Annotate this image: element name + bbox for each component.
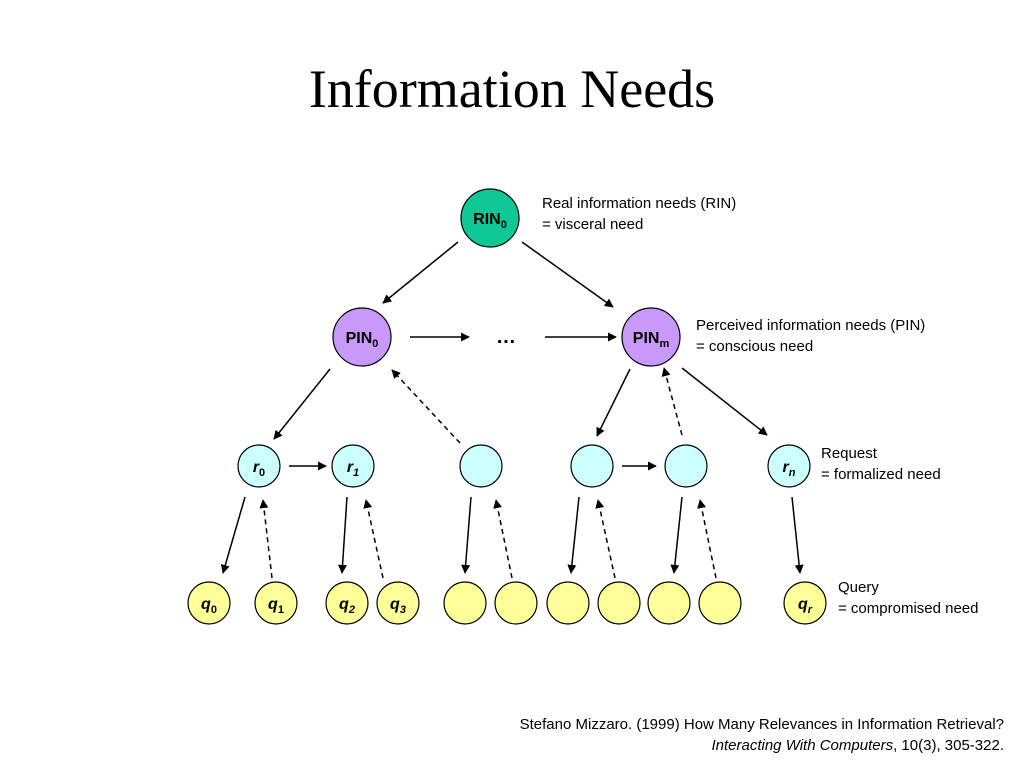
node-rin0-label: RIN0 [473,211,507,231]
edge-req4-q8 [670,496,683,574]
label-query-line2: = compromised need [838,600,979,617]
node-query-unlabeled-2 [494,581,538,625]
node-pinm-label: PINm [633,330,670,350]
edge-pinm-req3 [596,368,631,437]
ellipsis: … [496,326,516,348]
node-rn-label: rn [783,459,796,479]
node-query-unlabeled-1 [443,581,487,625]
dashed-edge-req4-pinm [661,367,683,436]
dashed-edge-q3-r1 [363,499,384,579]
citation-line2: Interacting With Computers, 10(3), 305-3… [520,735,1004,756]
dashed-edge-q5-req2 [493,499,513,579]
node-q2 [325,581,369,625]
node-query-unlabeled-3 [546,581,590,625]
node-pinm [621,307,681,367]
dashed-edge-q9-req4 [697,499,717,579]
node-q1 [254,581,298,625]
label-pin-line1: Perceived information needs (PIN) [696,317,926,334]
label-query-line1: Query [838,579,879,596]
edge-r1-q2 [338,496,348,574]
edge-pinm-rn [681,367,768,436]
edge-req3-q6 [567,496,580,574]
label-request-line1: Request [821,445,877,462]
node-rin0 [460,188,520,248]
label-request-line2: = formalized need [821,466,941,483]
node-query-unlabeled-4 [597,581,641,625]
node-q1-label: q1 [268,596,284,616]
node-q2-label: q2 [339,596,355,616]
edge-pin0-r0 [273,368,331,440]
edge-req2-q4 [461,496,472,574]
page-title: Information Needs [308,59,716,119]
edge-rin0-pin0 [382,241,459,304]
label-rin-line2: = visceral need [542,216,644,233]
node-q3-label: q3 [390,596,406,616]
label-rin: Real information needs (RIN) = visceral … [542,193,736,235]
node-q0 [187,581,231,625]
edge-rn-qr [791,496,804,574]
node-pin0 [332,307,392,367]
node-r1-label: r1 [347,459,359,479]
node-r1 [331,444,375,488]
label-pin: Perceived information needs (PIN) = cons… [696,315,925,357]
citation-line1: Stefano Mizzaro. (1999) How Many Relevan… [519,716,1004,733]
node-query-unlabeled-5 [647,581,691,625]
node-q3 [376,581,420,625]
label-query: Query = compromised need [838,577,979,619]
citation-rest: , 10(3), 305-322. [893,737,1004,754]
label-request: Request = formalized need [821,443,941,485]
node-r0 [237,444,281,488]
label-pin-line2: = conscious need [696,338,814,355]
node-rn [767,444,811,488]
node-qr [783,581,827,625]
label-rin-line1: Real information needs (RIN) [542,195,737,212]
node-request-unlabeled-3 [664,444,708,488]
node-request-unlabeled-1 [459,444,503,488]
citation: Stefano Mizzaro. (1999) How Many Relevan… [520,714,1004,756]
dashed-edge-q7-req3 [595,499,616,579]
edge-rin0-pinm [521,241,614,308]
dashed-edge-q1-r0 [259,499,273,579]
node-q0-label: q0 [201,596,217,616]
edge-r0-q0 [220,496,246,574]
node-pin0-label: PIN0 [346,330,379,350]
node-r0-label: r0 [253,459,265,479]
node-request-unlabeled-2 [570,444,614,488]
node-query-unlabeled-6 [698,581,742,625]
node-qr-label: qr [798,596,813,616]
dashed-edge-req2-pin0 [391,369,461,444]
citation-journal: Interacting With Computers [711,737,894,754]
